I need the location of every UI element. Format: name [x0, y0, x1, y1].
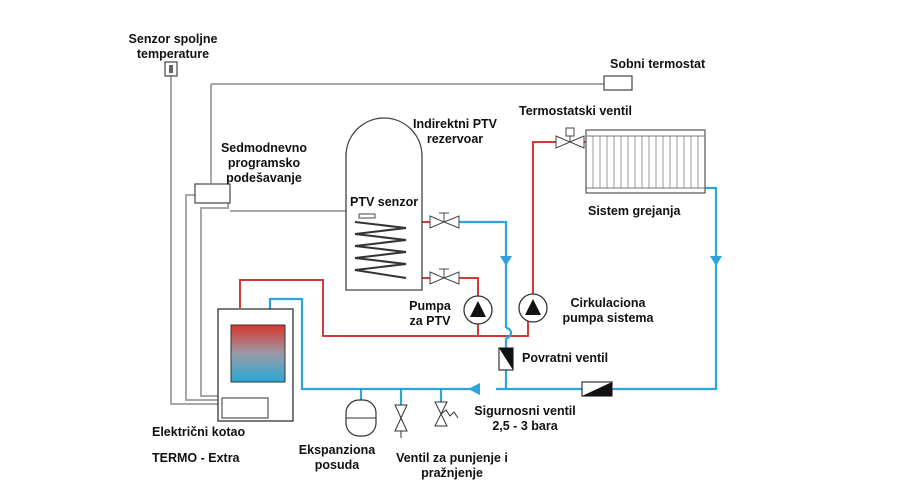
- flow-arrows: [468, 256, 722, 395]
- room-thermostat-label: Sobni termostat: [610, 57, 706, 71]
- expansion-vessel: [345, 399, 377, 437]
- tank-valves: [429, 212, 460, 285]
- dhw-pump: [463, 295, 493, 325]
- check-valve-label: Povratni ventil: [522, 351, 609, 365]
- electric-boiler: [217, 308, 294, 422]
- thermostatic-valve: [555, 127, 585, 149]
- electric-boiler-label: Električni kotao: [152, 425, 246, 439]
- outdoor-sensor: [164, 61, 178, 77]
- control-wires: [170, 76, 604, 405]
- fill-drain-valve-label: Ventil za punjenje i pražnjenje: [396, 451, 508, 480]
- safety-valve-label: Sigurnosni ventil 2,5 - 3 bara: [474, 404, 576, 433]
- fill-drain-valve: [394, 404, 408, 438]
- safety-valve: [434, 401, 459, 427]
- dhw-pump-label: Pumpa za PTV: [409, 299, 451, 328]
- thermostatic-valve-label: Termostatski ventil: [519, 104, 633, 118]
- outdoor-sensor-label: Senzor spoljne temperature: [128, 32, 218, 61]
- boiler-model-label: TERMO - Extra: [152, 451, 240, 465]
- radiator: [585, 129, 706, 194]
- check-valve-vertical: [498, 347, 514, 371]
- dhw-tank-label: Indirektni PTV rezervoar: [412, 117, 498, 146]
- check-valve-horizontal: [581, 381, 613, 397]
- circulation-pump: [518, 293, 548, 323]
- expansion-vessel-label: Ekspanziona posuda: [298, 443, 376, 472]
- programmer-box: [194, 183, 231, 204]
- heating-system-label: Sistem grejanja: [588, 204, 681, 218]
- programmer-label: Sedmodnevno programsko podešavanje: [220, 141, 308, 185]
- dhw-tank: [345, 117, 423, 291]
- dhw-sensor-label: PTV senzor: [350, 195, 419, 209]
- room-thermostat: [603, 75, 633, 91]
- circulation-pump-label: Cirkulaciona pumpa sistema: [562, 296, 654, 325]
- return-pipes: [268, 186, 718, 405]
